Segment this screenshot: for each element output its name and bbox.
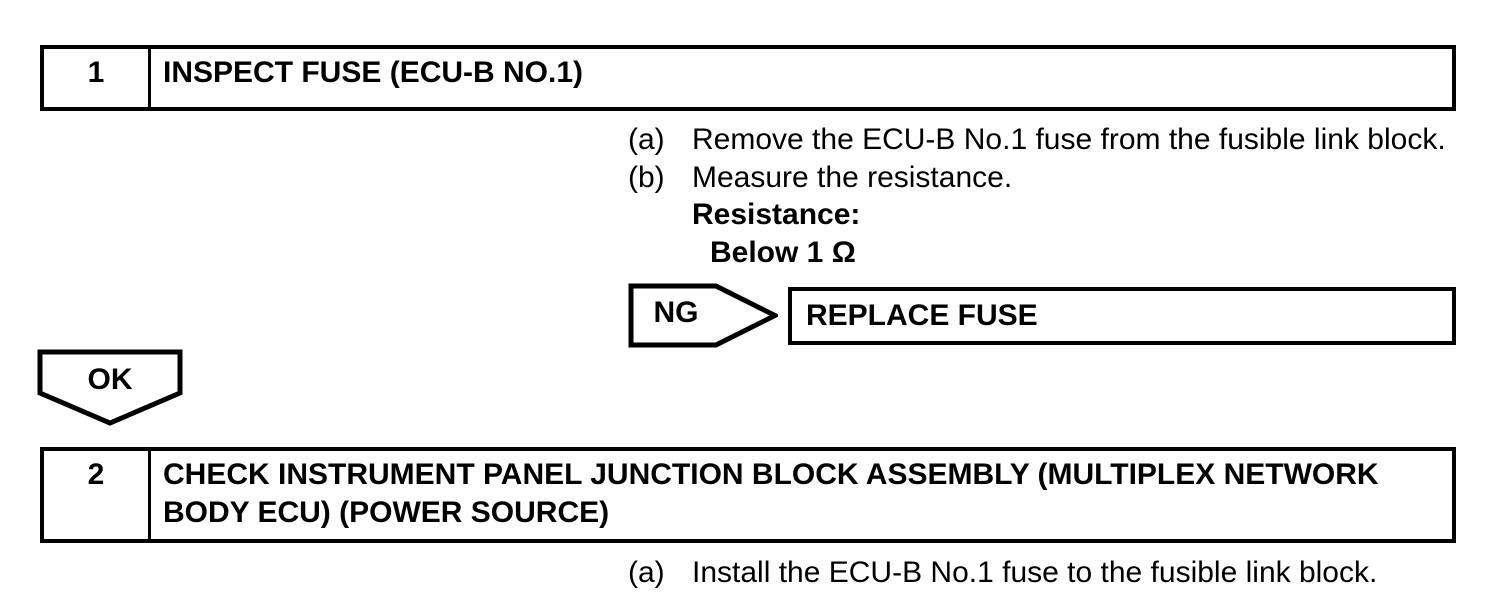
instruction-row: (a) Install the ECU-B No.1 fuse to the fu… bbox=[628, 554, 1377, 592]
instruction-label: (a) bbox=[628, 556, 665, 589]
ok-arrow-shape-icon bbox=[37, 349, 183, 426]
instruction-text: Measure the resistance. bbox=[692, 160, 1013, 194]
ng-branch-arrow: NG bbox=[628, 283, 778, 348]
ng-label: NG bbox=[653, 296, 699, 329]
step-2-number: 2 bbox=[44, 451, 151, 539]
step-1-header: 1 INSPECT FUSE (ECU-B NO.1) bbox=[40, 45, 1456, 111]
ng-action-text: REPLACE FUSE bbox=[806, 299, 1038, 332]
spec-label: Resistance: bbox=[692, 198, 861, 231]
instruction-label: (a) bbox=[628, 123, 665, 156]
instruction-text: Remove the ECU-B No.1 fuse from the fusi… bbox=[692, 123, 1446, 156]
instruction-label: (b) bbox=[628, 160, 665, 194]
spec-value: Below 1 Ω bbox=[710, 235, 856, 269]
step-1-title: INSPECT FUSE (ECU-B NO.1) bbox=[163, 56, 584, 89]
step-2-instructions: (a) Install the ECU-B No.1 fuse to the fu… bbox=[628, 554, 1377, 592]
ok-branch-arrow: OK bbox=[37, 349, 183, 426]
instruction-text: Install the ECU-B No.1 fuse to the fusib… bbox=[692, 556, 1378, 589]
instruction-row: (a) Remove the ECU-B No.1 fuse from the f… bbox=[628, 121, 1446, 159]
step-2-title: CHECK INSTRUMENT PANEL JUNCTION BLOCK AS… bbox=[163, 458, 1379, 529]
step-1-instructions: (a) Remove the ECU-B No.1 fuse from the f… bbox=[628, 121, 1446, 271]
ok-label: OK bbox=[87, 363, 133, 396]
step-1-number: 1 bbox=[44, 49, 151, 107]
ng-arrow-shape-icon bbox=[628, 283, 778, 348]
step-2-header: 2 CHECK INSTRUMENT PANEL JUNCTION BLOCK … bbox=[40, 447, 1456, 543]
instruction-row: (b) Measure the resistance. bbox=[628, 159, 1446, 197]
ng-action-box: REPLACE FUSE bbox=[788, 287, 1456, 345]
